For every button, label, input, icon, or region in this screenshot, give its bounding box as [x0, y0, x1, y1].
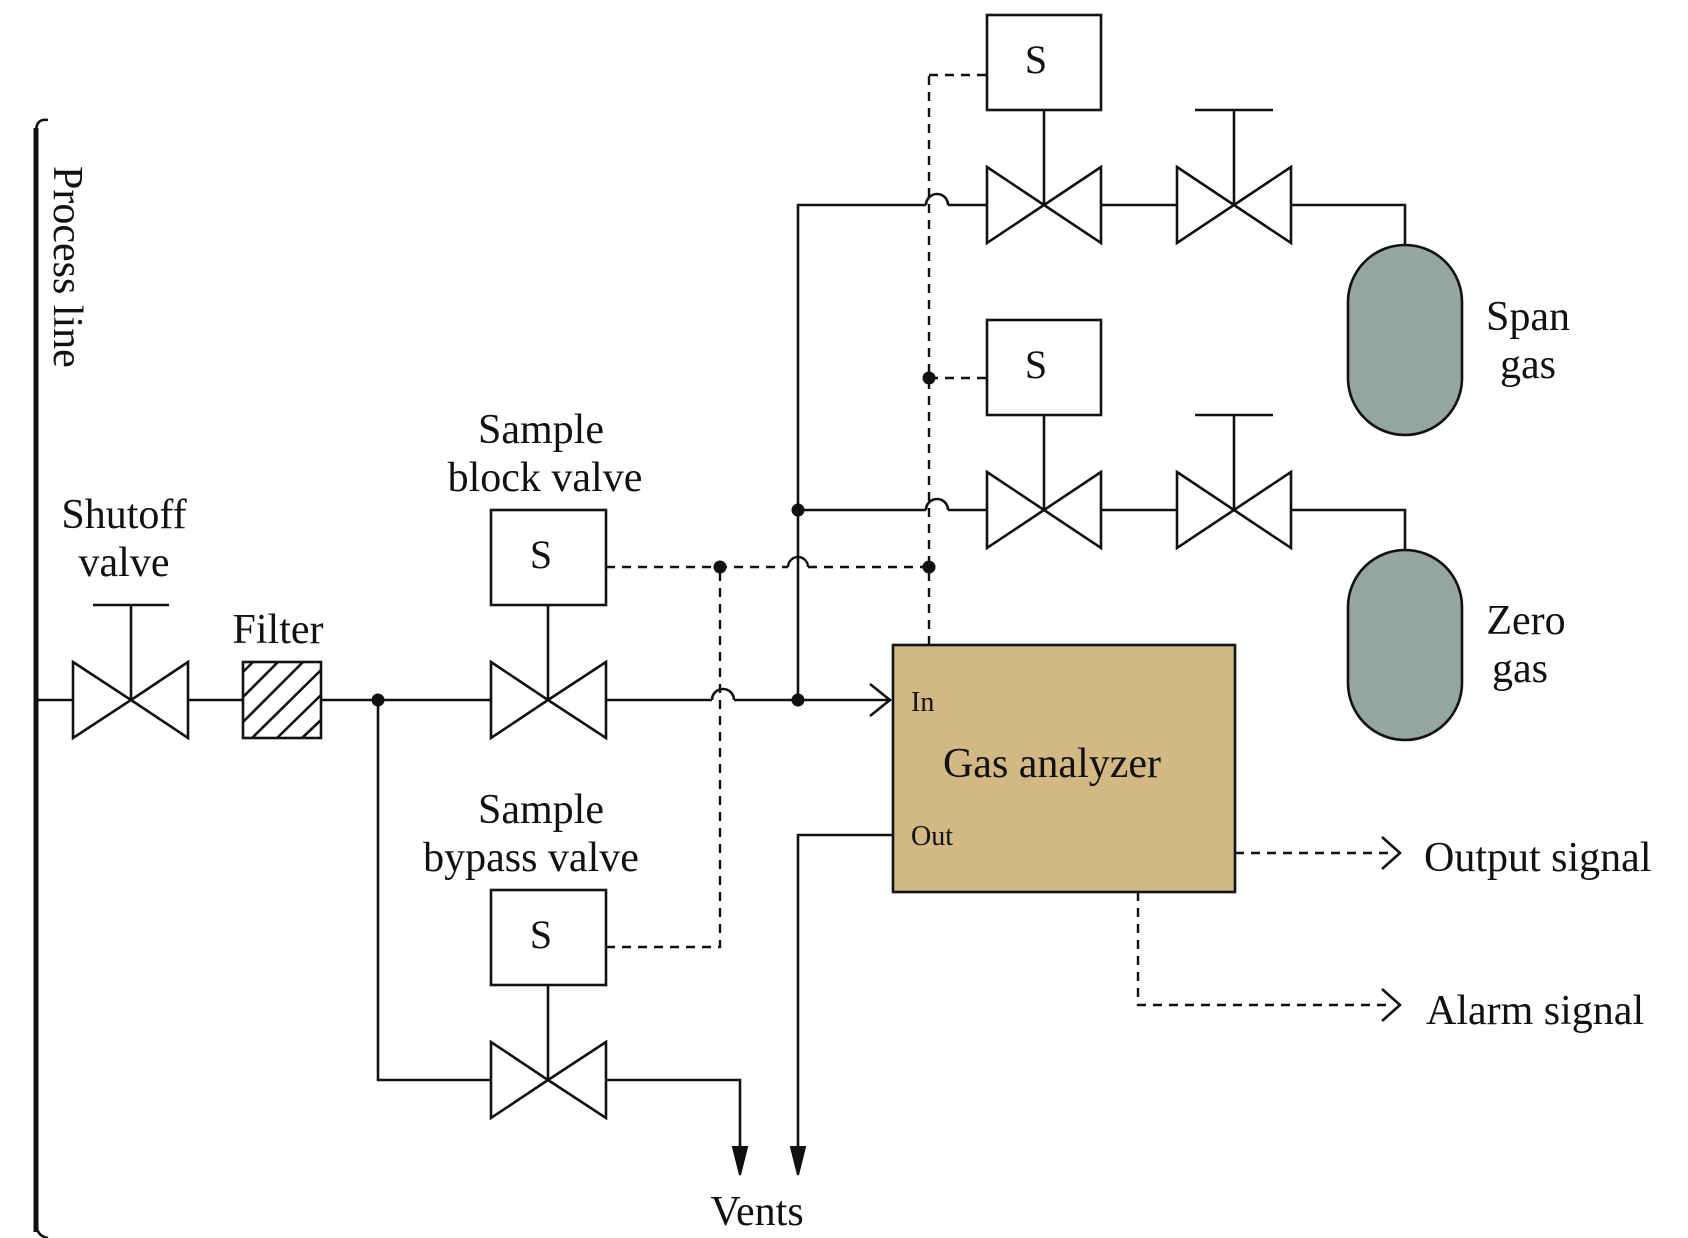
- calibration-header: [796, 192, 987, 700]
- sample-block-valve-label-line1: Sample: [478, 407, 604, 453]
- control-signal-lines: [606, 73, 1402, 1022]
- sample-block-valve-label-line2: block valve: [448, 455, 643, 501]
- sample-block-solenoid-label: S: [530, 532, 552, 577]
- signal-junction-dot-zero: [922, 371, 936, 385]
- signal-junction-dot-bypass: [713, 560, 727, 574]
- zero-manual-valve: [1175, 413, 1293, 551]
- analyzer-vent-arrow: [789, 1146, 807, 1176]
- output-signal-label: Output signal: [1424, 835, 1652, 881]
- sample-bypass-valve-label-line1: Sample: [478, 787, 604, 833]
- shutoff-valve: [71, 603, 190, 741]
- zero-solenoid-valve: [985, 318, 1103, 551]
- span-gas-cylinder: [1346, 243, 1464, 437]
- sample-block-valve: [489, 508, 608, 741]
- zero-gas-label-line1: Zero: [1486, 598, 1565, 644]
- signal-junction-dot-trunk: [922, 560, 936, 574]
- shutoff-valve-label-line2: valve: [79, 540, 170, 586]
- vents-label: Vents: [710, 1189, 803, 1235]
- span-gas-label-line1: Span: [1486, 294, 1570, 340]
- analyzer-out-label: Out: [911, 821, 953, 852]
- process-line-label: Process line: [44, 166, 90, 368]
- sample-main-line: [36, 682, 893, 718]
- sample-bypass-valve: [489, 888, 608, 1121]
- analyzer-in-label: In: [911, 687, 934, 718]
- sample-bypass-solenoid-label: S: [530, 912, 552, 957]
- gas-analyzer-label: Gas analyzer: [943, 741, 1161, 787]
- gas-analyzer: [891, 643, 1237, 894]
- zero-solenoid-label: S: [1025, 342, 1047, 387]
- zero-gas-cylinder: [1346, 548, 1464, 742]
- span-solenoid-label: S: [1025, 37, 1047, 82]
- alarm-signal-label: Alarm signal: [1426, 988, 1644, 1034]
- header-junction-dot-top: [791, 503, 805, 517]
- span-solenoid-valve: [985, 13, 1103, 246]
- analyzer-vent-line: [796, 833, 893, 1170]
- shutoff-valve-label-line1: Shutoff: [61, 492, 186, 538]
- span-gas-label-line2: gas: [1500, 342, 1556, 388]
- zero-gas-label-line2: gas: [1492, 646, 1548, 692]
- sample-bypass-valve-label-line2: bypass valve: [423, 835, 639, 881]
- bypass-line: [376, 700, 742, 1170]
- filter-label: Filter: [233, 607, 324, 653]
- span-manual-valve: [1175, 108, 1293, 246]
- bypass-vent-arrow: [731, 1146, 749, 1176]
- header-junction-dot-bottom: [791, 693, 805, 707]
- filter: [241, 660, 323, 740]
